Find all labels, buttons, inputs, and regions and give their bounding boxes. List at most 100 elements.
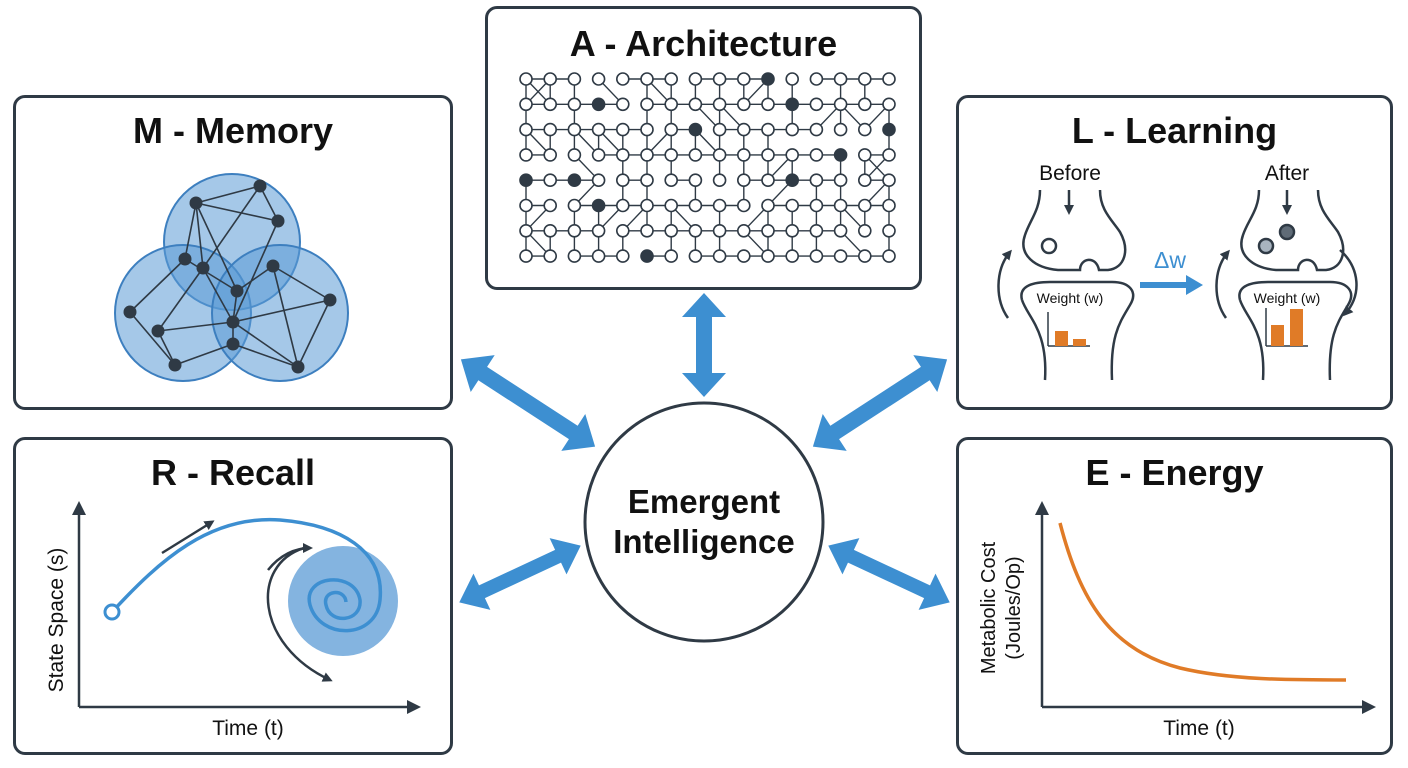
grid-node (857, 122, 872, 137)
grid-node (567, 72, 582, 86)
grid-node (761, 97, 775, 112)
grid-node (640, 198, 654, 213)
grid-node (519, 72, 533, 86)
grid-node (640, 148, 654, 162)
recall-xlabel: Time (t) (212, 717, 284, 740)
grid-node (519, 148, 533, 162)
grid-node (761, 122, 775, 137)
grid-node (712, 249, 727, 263)
grid-node (761, 72, 775, 86)
grid-node (785, 148, 800, 162)
grid-node (857, 249, 872, 263)
grid-node (785, 122, 800, 137)
grid-node (833, 173, 848, 187)
weight-chart-after (1265, 308, 1308, 347)
grid-node (543, 249, 558, 263)
grid-node (809, 97, 824, 112)
grid-node (591, 122, 606, 137)
grid-node (833, 122, 848, 137)
grid-node (882, 249, 896, 263)
grid-node (761, 148, 775, 162)
grid-node (736, 173, 751, 187)
grid-node (712, 97, 727, 112)
memory-venn (114, 173, 349, 382)
grid-node (833, 148, 848, 162)
learning-title: L - Learning (1071, 110, 1278, 151)
synapse-after (1215, 189, 1358, 381)
grid-node (857, 224, 872, 238)
grid-node (615, 97, 630, 112)
energy-title: E - Energy (1085, 452, 1264, 493)
architecture-title: A - Architecture (569, 23, 838, 64)
learning-after-label: After (1265, 162, 1309, 185)
grid-node (567, 148, 582, 162)
grid-node (833, 72, 848, 86)
energy-ylabel-line2: (Joules/Op) (1003, 556, 1025, 659)
grid-node (785, 173, 800, 187)
weight-label-after: Weight (w) (1254, 290, 1321, 306)
grid-node (591, 72, 606, 86)
delta-arrow-icon (1140, 275, 1203, 295)
grid-node (712, 122, 727, 137)
grid-node (809, 122, 824, 137)
grid-node (712, 198, 727, 213)
arrow-recall (459, 538, 581, 610)
grid-node (543, 122, 558, 137)
grid-node (736, 198, 751, 213)
grid-node (736, 97, 751, 112)
grid-node (761, 173, 775, 187)
grid-node (567, 224, 582, 238)
grid-node (882, 148, 896, 162)
arrow-learning (812, 355, 948, 451)
arrow-memory (460, 355, 596, 451)
grid-node (567, 97, 582, 112)
grid-node (761, 198, 775, 213)
grid-node (688, 249, 703, 263)
grid-node (591, 173, 606, 187)
recall-title: R - Recall (150, 452, 316, 493)
grid-node (640, 122, 654, 137)
arrow-energy (828, 538, 950, 610)
grid-node (688, 224, 703, 238)
energy-panel: E - Energy (956, 437, 1393, 755)
center-label: Emergent Intelligence (585, 482, 823, 562)
memory-title: M - Memory (132, 110, 334, 151)
grid-node (567, 122, 582, 137)
grid-node (519, 249, 533, 263)
grid-node (857, 72, 872, 86)
grid-node (809, 224, 824, 238)
grid-node (543, 72, 558, 86)
center-circle (583, 401, 825, 643)
grid-node (567, 249, 582, 263)
grid-node (615, 148, 630, 162)
grid-node (543, 173, 558, 187)
double-arrow-icon (459, 293, 950, 610)
grid-node (809, 249, 824, 263)
learning-before-label: Before (1039, 162, 1101, 185)
grid-node (640, 224, 654, 238)
grid-node (833, 249, 848, 263)
grid-node (688, 72, 703, 86)
grid-node (640, 173, 654, 187)
grid-node (688, 97, 703, 112)
learning-panel: L - Learning (956, 95, 1393, 410)
grid-node (664, 122, 679, 137)
center-label-line1: Emergent (627, 483, 781, 520)
grid-node (712, 148, 727, 162)
grid-node (809, 198, 824, 213)
weight-label-before: Weight (w) (1037, 290, 1104, 306)
grid-node (857, 198, 872, 213)
grid-node (833, 97, 848, 112)
grid-node (591, 249, 606, 263)
grid-node (543, 148, 558, 162)
grid-node (785, 97, 800, 112)
grid-node (688, 198, 703, 213)
grid-node (543, 97, 558, 112)
grid-node (543, 224, 558, 238)
grid-node (591, 97, 606, 112)
grid-node (591, 148, 606, 162)
grid-node (615, 249, 630, 263)
energy-plot (1035, 501, 1376, 714)
grid-node (736, 122, 751, 137)
